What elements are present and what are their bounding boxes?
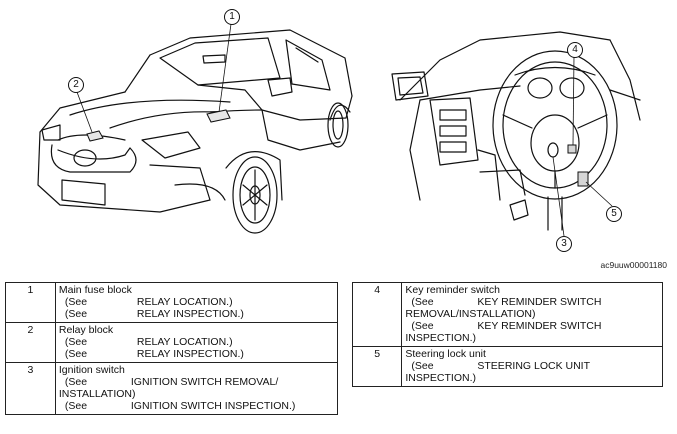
legend-reference: (See RELAY LOCATION.) (59, 296, 334, 308)
legend-number: 3 (5, 362, 56, 415)
see-label: (See (64, 336, 88, 348)
reference-link[interactable]: IGNITION SWITCH REMOVAL/ INSTALLATION) (58, 376, 279, 400)
legend-number: 5 (351, 346, 403, 387)
steering-wheel-illustration (391, 31, 641, 237)
callout-4: 4 (567, 42, 583, 58)
legend-title: Main fuse block (58, 284, 132, 296)
legend-title: Steering lock unit (405, 348, 486, 360)
legend-title: Relay block (58, 324, 114, 336)
callout-2: 2 (68, 77, 84, 93)
callout-3: 3 (556, 236, 572, 252)
see-label: (See (411, 320, 434, 332)
legend-number: 2 (5, 322, 56, 363)
vehicle-illustration (37, 23, 353, 234)
reference-link[interactable]: RELAY LOCATION.) (136, 336, 233, 348)
legend-row: 1 Main fuse block (See RELAY LOCATION.) (… (5, 282, 339, 323)
legend-reference: (See RELAY LOCATION.) (59, 336, 334, 348)
legend-reference: (See RELAY INSPECTION.) (59, 348, 334, 360)
reference-link[interactable]: IGNITION SWITCH INSPECTION.) (130, 400, 296, 412)
legend-title: Ignition switch (58, 364, 125, 376)
callout-1: 1 (224, 9, 240, 25)
see-label: (See (411, 296, 434, 308)
legend-text: Main fuse block (See RELAY LOCATION.) (Se… (54, 282, 339, 323)
see-label: (See (411, 360, 434, 372)
legend-reference: (See RELAY INSPECTION.) (59, 308, 334, 320)
see-label: (See (64, 296, 88, 308)
reference-link[interactable]: RELAY LOCATION.) (136, 296, 233, 308)
see-label: (See (64, 376, 88, 388)
reference-link[interactable]: STEERING LOCK UNIT INSPECTION.) (405, 360, 590, 384)
illustration-area: 1 2 3 4 5 ac9uuw00001180 (37, 9, 667, 270)
see-label: (See (64, 308, 88, 320)
reference-link[interactable]: KEY REMINDER SWITCH REMOVAL/INSTALLATION… (405, 296, 602, 320)
see-label: (See (64, 400, 88, 412)
see-label: (See (64, 348, 88, 360)
figure-id: ac9uuw00001180 (600, 260, 668, 270)
reference-link[interactable]: RELAY INSPECTION.) (136, 308, 244, 320)
legend-number: 4 (351, 282, 403, 347)
legend-title: Key reminder switch (405, 284, 500, 296)
reference-link[interactable]: RELAY INSPECTION.) (136, 348, 244, 360)
reference-link[interactable]: KEY REMINDER SWITCH INSPECTION.) (405, 320, 602, 344)
legend-reference: (See IGNITION SWITCH INSPECTION.) (59, 400, 334, 412)
legend-number: 1 (5, 282, 56, 323)
callout-5: 5 (606, 206, 622, 222)
